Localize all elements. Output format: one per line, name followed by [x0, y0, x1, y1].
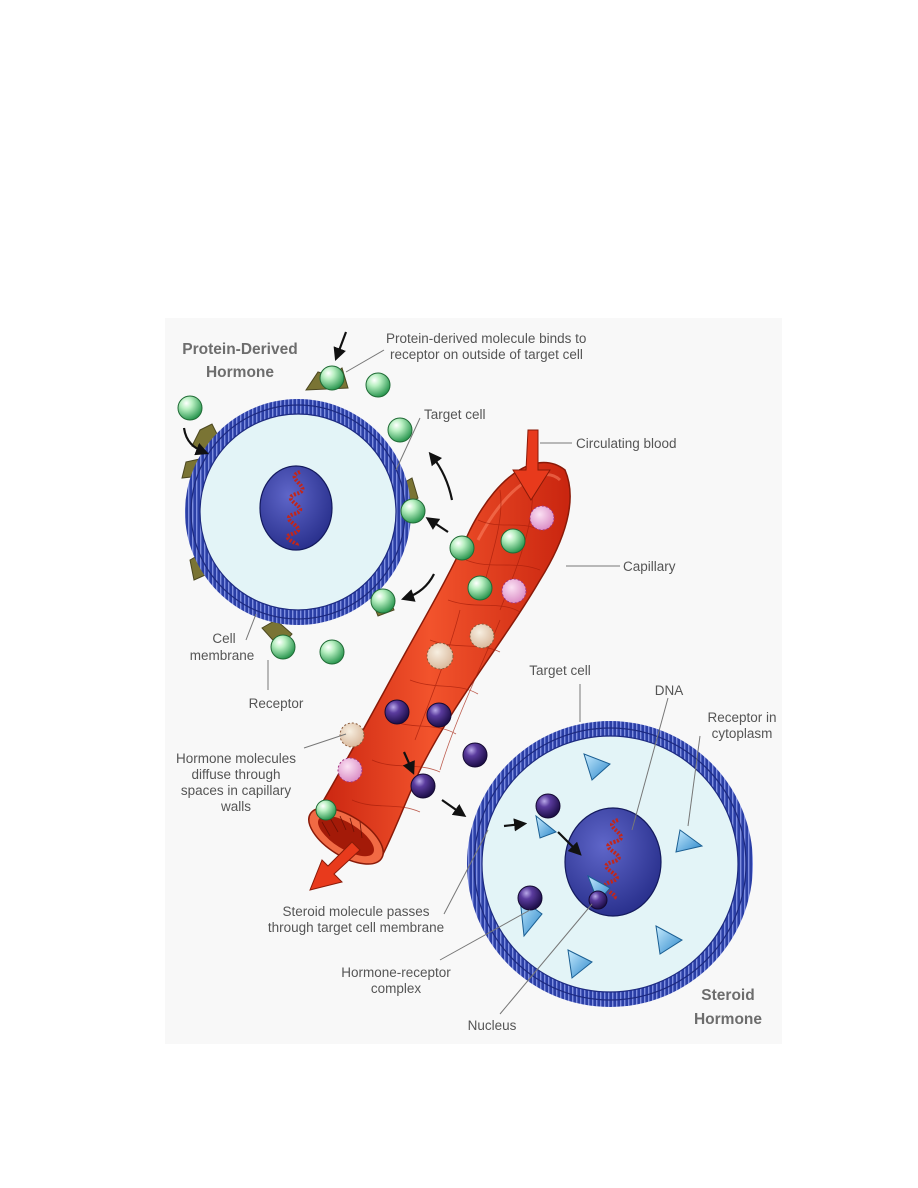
target-cell-top-label: Target cell — [424, 407, 486, 422]
protein-title-1: Protein-Derived — [182, 341, 297, 358]
process-arrows — [182, 331, 582, 856]
cell-membrane-label-1: Cell — [212, 631, 235, 646]
capillary-label: Capillary — [623, 559, 676, 574]
protein-title-2: Hormone — [206, 364, 274, 381]
steroid-target-cell — [467, 721, 753, 1007]
target-cell-bottom-label: Target cell — [529, 663, 591, 678]
steroid-title-1: Steroid — [701, 987, 754, 1004]
complex-label-1: Hormone-receptor — [341, 965, 451, 980]
receptor-label: Receptor — [249, 696, 304, 711]
nucleus — [259, 465, 333, 551]
binds-label-2: receptor on outside of target cell — [390, 347, 583, 362]
diffuse-label-1: Hormone molecules — [176, 751, 296, 766]
cell-membrane-label-2: membrane — [190, 648, 255, 663]
protein-hormone-molecules — [177, 365, 475, 665]
diffuse-label-4: walls — [220, 799, 251, 814]
leader-lines — [245, 349, 701, 1015]
inflow-arrow — [512, 429, 551, 501]
binds-label-1: Protein-derived molecule binds to — [386, 331, 586, 346]
dna-strand — [285, 470, 305, 548]
diffuse-label-2: diffuse through — [191, 767, 280, 782]
outflow-arrow — [309, 841, 361, 891]
dna-label: DNA — [655, 683, 684, 698]
capillary-molecules — [337, 505, 555, 783]
steroid-passes-label-1: Steroid molecule passes — [282, 904, 429, 919]
steroid-passes-label-2: through target cell membrane — [268, 920, 444, 935]
nucleus-label: Nucleus — [468, 1018, 517, 1033]
blood-flow-arrows — [309, 429, 551, 891]
circulating-blood-label: Circulating blood — [576, 436, 677, 451]
receptor-cytoplasm-label-1: Receptor in — [707, 710, 776, 725]
complex-label-2: complex — [371, 981, 422, 996]
diffuse-label-3: spaces in capillary — [181, 783, 292, 798]
receptor-cytoplasm-label-2: cytoplasm — [712, 726, 773, 741]
steroid-title-2: Hormone — [694, 1011, 762, 1028]
